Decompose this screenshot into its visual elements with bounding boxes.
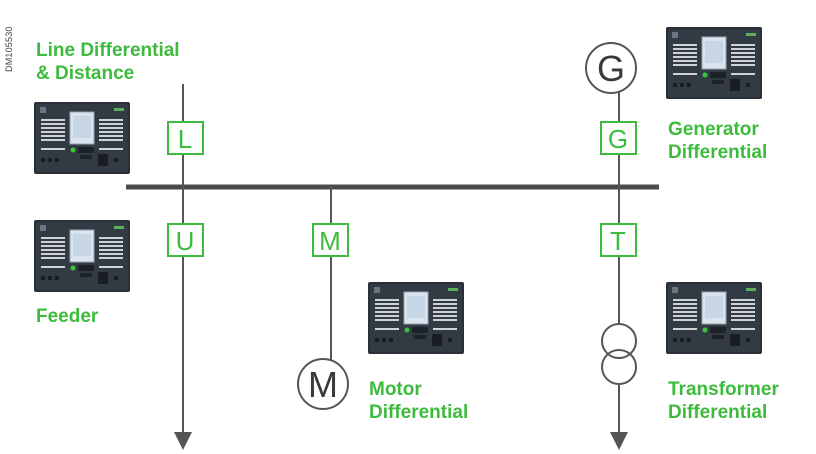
motor-differential-relay: [367, 281, 465, 355]
motor-differential-label: Motor Differential: [369, 379, 469, 423]
svg-text:T: T: [610, 226, 626, 256]
transformer-differential-label: Transformer Differential: [668, 379, 779, 423]
generator-differential-label: Generator Differential: [668, 119, 768, 163]
generator-differential-relay: [665, 26, 763, 100]
motor-symbol: M: [308, 364, 338, 405]
function-box-L: L: [167, 121, 204, 155]
line-differential-label: Line Differential & Distance: [36, 40, 180, 84]
generator-icon: [585, 42, 637, 94]
transformer-secondary-winding-icon: [601, 349, 637, 385]
feeder-relay: [33, 219, 131, 293]
motor-icon: [297, 358, 349, 410]
feeder-label: Feeder: [36, 306, 99, 327]
left-down-arrow-icon: [174, 432, 192, 450]
svg-text:L: L: [178, 124, 192, 154]
function-box-U: U: [167, 223, 204, 257]
transformer-primary-winding-icon: [601, 323, 637, 359]
svg-text:M: M: [319, 226, 341, 256]
line-differential-relay: [33, 101, 131, 175]
function-box-T: T: [600, 223, 637, 257]
right-down-arrow-icon: [610, 432, 628, 450]
function-box-G: G: [600, 121, 637, 155]
generator-symbol: G: [597, 48, 625, 89]
svg-text:G: G: [608, 124, 628, 154]
transformer-differential-relay: [665, 281, 763, 355]
svg-text:U: U: [176, 226, 195, 256]
function-box-M: M: [312, 223, 349, 257]
